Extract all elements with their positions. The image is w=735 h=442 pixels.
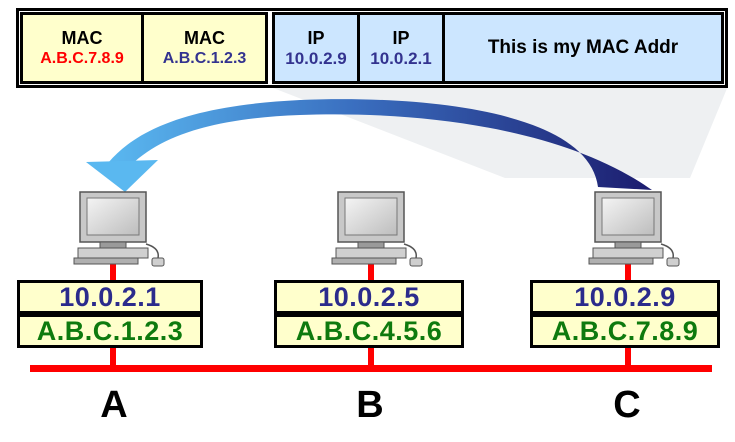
dst-ip-field: IP 10.0.2.1 — [357, 12, 445, 84]
frame-outline — [16, 8, 728, 88]
src-ip-value: 10.0.2.9 — [285, 49, 347, 68]
node-b-label: B — [356, 384, 384, 426]
computer-a-icon — [73, 191, 165, 267]
node-a-mac: A.B.C.1.2.3 — [17, 314, 203, 348]
dst-ip-value: 10.0.2.1 — [370, 49, 432, 68]
node-c-ip: 10.0.2.9 — [530, 280, 720, 314]
computer-c-icon — [588, 191, 680, 267]
dst-mac-title: MAC — [184, 28, 225, 48]
node-c-mac: A.B.C.7.8.9 — [530, 314, 720, 348]
dst-mac-field: MAC A.B.C.1.2.3 — [141, 12, 268, 84]
src-ip-title: IP — [307, 28, 325, 48]
network-bus — [30, 365, 712, 372]
reply-arrowhead — [86, 160, 158, 192]
src-mac-field: MAC A.B.C.7.8.9 — [20, 12, 144, 84]
node-b-ip: 10.0.2.5 — [274, 280, 464, 314]
dst-mac-value: A.B.C.1.2.3 — [162, 50, 247, 67]
node-a-label: A — [100, 384, 128, 426]
node-c-label: C — [613, 384, 641, 426]
payload-field: This is my MAC Addr — [442, 12, 724, 84]
node-b-mac: A.B.C.4.5.6 — [274, 314, 464, 348]
src-mac-value: A.B.C.7.8.9 — [40, 50, 124, 67]
reply-arrow — [108, 99, 652, 190]
payload-message: This is my MAC Addr — [487, 37, 679, 58]
src-ip-field: IP 10.0.2.9 — [272, 12, 360, 84]
dst-ip-title: IP — [392, 28, 410, 48]
computer-b-icon — [331, 191, 423, 267]
src-mac-title: MAC — [61, 28, 103, 48]
node-a-ip: 10.0.2.1 — [17, 280, 203, 314]
